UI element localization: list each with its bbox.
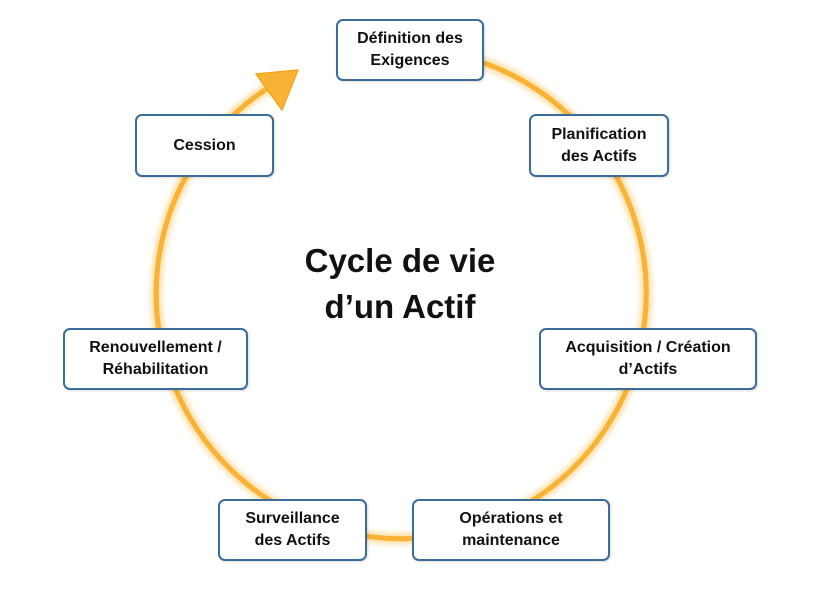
center-title: Cycle de vie d’un Actif	[304, 242, 496, 325]
node-planification-actifs: Planification des Actifs	[529, 114, 669, 177]
node-renouvellement-rehabilitation: Renouvellement / Réhabilitation	[63, 328, 248, 390]
node-definition-exigences: Définition des Exigences	[336, 19, 484, 81]
node-surveillance-actifs: Surveillance des Actifs	[218, 499, 367, 561]
node-operations-maintenance: Opérations et maintenance	[412, 499, 610, 561]
node-cession: Cession	[135, 114, 274, 177]
cycle-arrowhead	[255, 69, 299, 111]
node-acquisition-creation: Acquisition / Création d’Actifs	[539, 328, 757, 390]
